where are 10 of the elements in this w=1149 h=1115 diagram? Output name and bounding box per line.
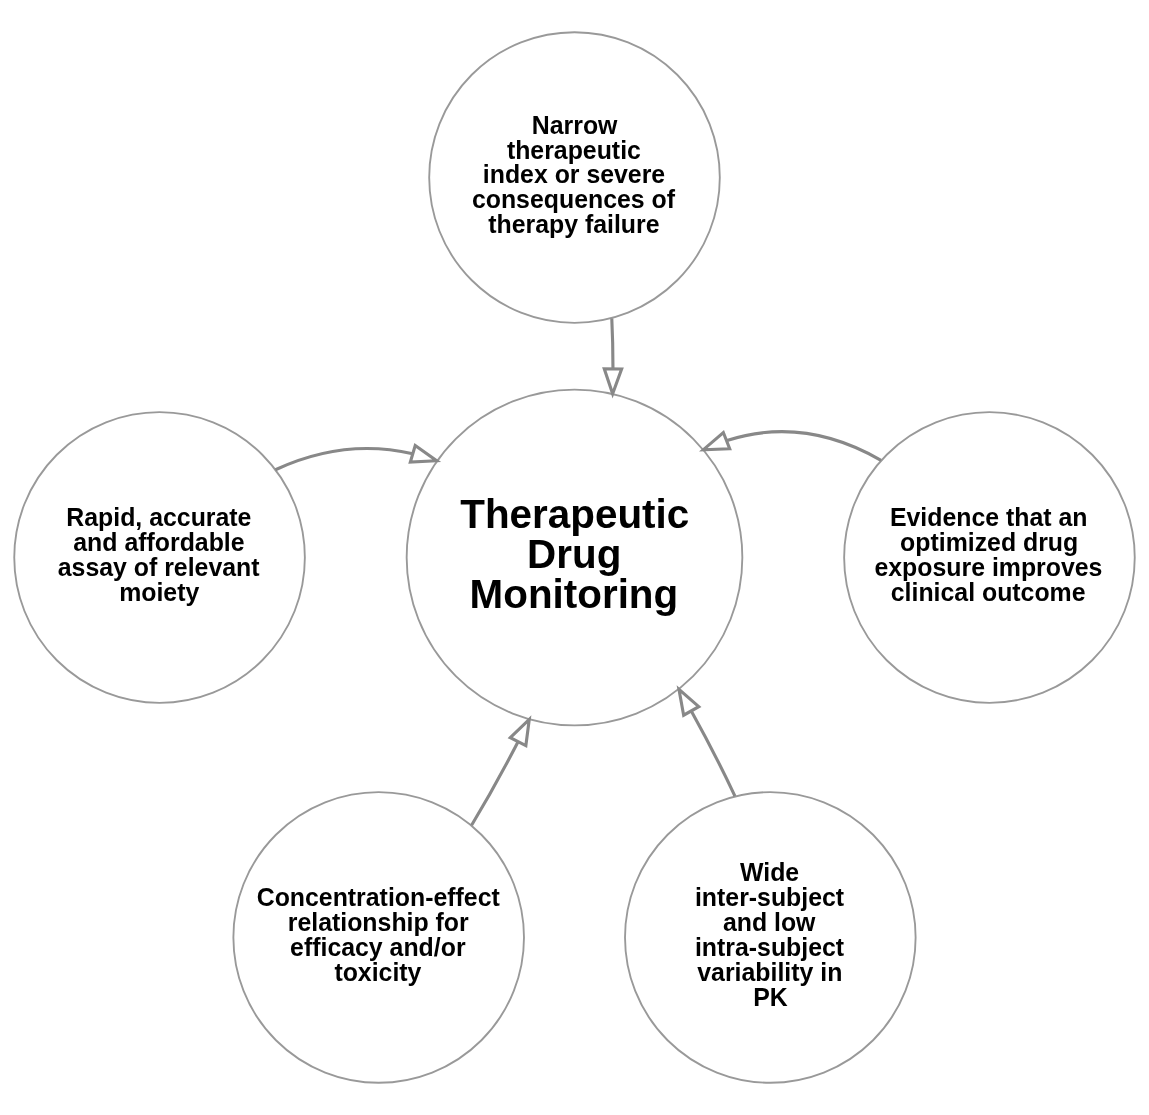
arrow: [699, 429, 882, 462]
arrow: [676, 685, 737, 797]
node-circle: Evidence that an optimized drug exposure improves clinical outcome: [843, 411, 1136, 704]
node-circle: Narrow therapeutic index or severe consequences of therapy failure: [428, 31, 721, 324]
arrow: [602, 318, 624, 399]
arrow: [470, 715, 532, 827]
arrow: [274, 442, 442, 472]
node-circle: Rapid, accurate and affordable assay of relevant moiety: [13, 411, 306, 704]
node-circle: Concentration-effect relationship for efficacy and/or toxicity: [232, 791, 525, 1084]
node-circle: Wide inter-subject and low intra-subject variability in PK: [624, 791, 917, 1084]
